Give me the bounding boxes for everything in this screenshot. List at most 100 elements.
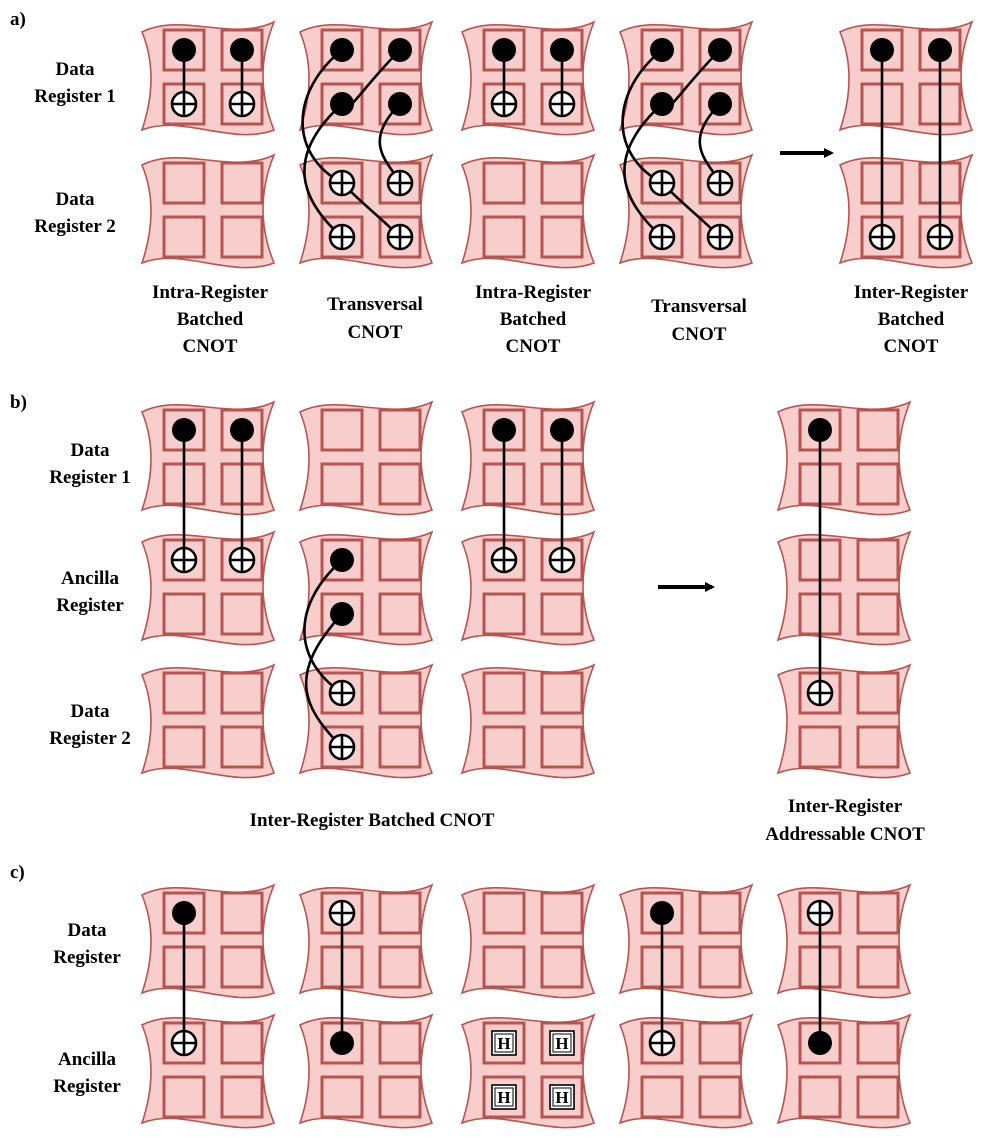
qubit-cell [378,725,422,769]
control-dot [330,92,354,116]
qubit-cell [378,462,422,506]
panel-b-row-label-ancilla-register: Ancilla Register [56,568,124,616]
control-dot [388,38,412,62]
svg-text:Register 2: Register 2 [34,216,115,237]
qubit-cell [220,725,264,769]
qubit-cell [698,1021,742,1065]
target-oplus [806,679,834,707]
panel-b-tag: b) [10,392,27,413]
svg-text:Data: Data [70,440,110,461]
qubit-cell [162,161,206,205]
panel-b-data-register-2 [140,663,276,779]
panel-c-data-register [618,883,754,999]
svg-text:CNOT: CNOT [183,336,238,357]
control-dot [870,38,894,62]
hadamard-gate: H [549,1030,575,1056]
target-oplus [868,223,896,251]
control-dot [388,92,412,116]
panel-c-ancilla-register [618,1013,754,1129]
svg-text:Inter-Register Batched CNOT: Inter-Register Batched CNOT [250,810,495,831]
panel-a-caption-transversal-1: Transversal CNOT [327,294,423,343]
cnot-wire [621,48,663,185]
qubit-cell [540,725,584,769]
target-oplus [228,90,256,118]
svg-text:Register 1: Register 1 [34,86,115,107]
svg-text:Batched: Batched [177,309,244,330]
qubit-cell [856,891,900,935]
svg-text:CNOT: CNOT [348,322,403,343]
svg-text:CNOT: CNOT [506,336,561,357]
svg-text:Inter-Register: Inter-Register [788,796,903,817]
qubit-cell [162,671,206,715]
panel-a-data-register-1 [460,20,596,136]
target-oplus [548,546,576,574]
control-dot [708,92,732,116]
qubit-cell [856,945,900,989]
cnot-wire [303,103,343,238]
target-oplus [648,223,676,251]
svg-text:Data: Data [55,189,95,210]
panel-a-data-register-1 [298,20,434,136]
qubit-cell [856,592,900,636]
target-oplus [170,1029,198,1057]
control-dot [550,418,574,442]
svg-text:Intra-Register: Intra-Register [152,282,269,303]
target-oplus [706,223,734,251]
panel-c-row-label-data-register: Data Register [53,920,121,968]
panel-b-data-register-1 [298,400,434,516]
qubit-cell [378,538,422,582]
svg-text:Register: Register [53,947,121,968]
svg-text:Register: Register [56,595,124,616]
svg-text:Data: Data [67,920,107,941]
qubit-cell [162,592,206,636]
qubit-cell [320,462,364,506]
target-oplus [170,546,198,574]
qubit-cell [378,1075,422,1119]
svg-text:Data: Data [70,701,110,722]
panel-b-ancilla-register [140,530,276,646]
panel-a-tag: a) [10,9,26,30]
target-oplus [806,899,834,927]
control-dot [708,38,732,62]
registers [140,20,974,1129]
svg-text:Register 1: Register 1 [49,467,130,488]
panel-a-caption-intra-register-batched-2: Intra-Register Batched CNOT [475,282,592,357]
target-oplus [328,679,356,707]
qubit-cell [220,1075,264,1119]
svg-text:Addressable CNOT: Addressable CNOT [765,824,925,845]
control-dot [330,602,354,626]
qubit-cell [320,671,364,715]
svg-text:Data: Data [55,59,95,80]
target-oplus [386,169,414,197]
control-dot [550,38,574,62]
panel-b-addressable-data-register-1 [776,400,912,516]
panel-c-tag: c) [10,862,25,883]
qubit-cell [540,161,584,205]
target-oplus [926,223,954,251]
panel-c-data-register [298,883,434,999]
control-dot [808,1031,832,1055]
qubit-cell [482,161,526,205]
panel-b-addressable-data-register-2 [776,663,912,779]
panel-a-caption-transversal-2: Transversal CNOT [651,296,747,345]
target-oplus [328,899,356,927]
control-dot [172,901,196,925]
qubit-cell [856,1075,900,1119]
svg-text:H: H [555,1034,568,1053]
target-oplus [490,90,518,118]
qubit-cell [540,945,584,989]
qubit-cell [540,891,584,935]
target-oplus [648,169,676,197]
control-dot [928,38,952,62]
qubit-cell [482,891,526,935]
qubit-cell [220,891,264,935]
control-dot [172,38,196,62]
qubit-cell [856,462,900,506]
panel-c-data-register [776,883,912,999]
qubit-cell [320,408,364,452]
svg-text:H: H [497,1088,510,1107]
panel-a-data-register-1 [618,20,754,136]
qubit-cell [856,671,900,715]
qubit-cell [378,592,422,636]
